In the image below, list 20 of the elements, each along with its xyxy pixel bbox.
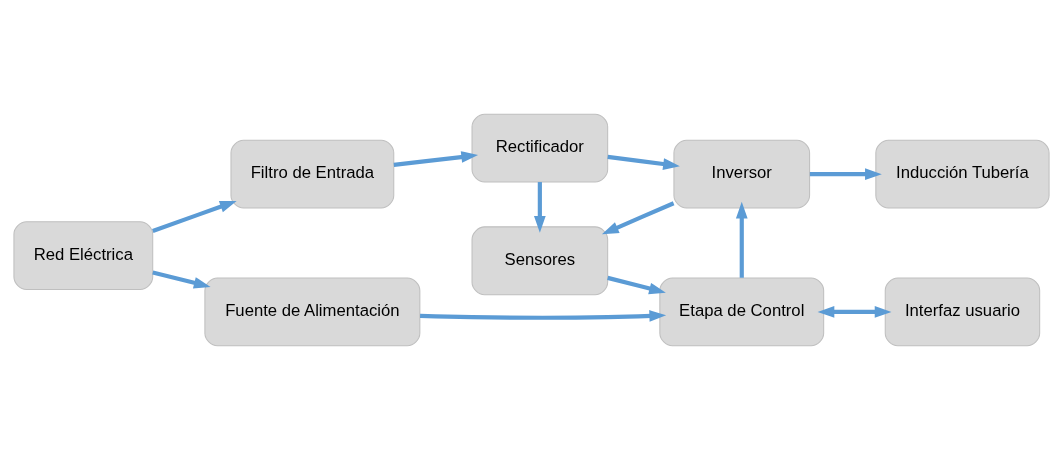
node-box: Inducción Tubería — [875, 139, 1050, 209]
node-box: Fuente de Alimentación — [204, 277, 421, 346]
arrow — [393, 150, 479, 167]
arrow — [607, 154, 680, 170]
arrow — [152, 270, 211, 289]
node-box: Rectificador — [471, 113, 609, 182]
arrow — [420, 309, 667, 322]
arrow — [735, 201, 748, 278]
node-box: Red Eléctrica — [13, 220, 154, 290]
arrow — [817, 305, 892, 318]
node-box: Inversor — [673, 139, 811, 209]
arrow — [601, 200, 675, 234]
arrow — [809, 167, 882, 180]
node-box: Filtro de Entrada — [230, 139, 395, 209]
arrow — [152, 200, 237, 233]
node-box: Interfaz usuario — [884, 277, 1041, 346]
arrow — [534, 181, 546, 233]
node-box: Etapa de Control — [659, 277, 825, 346]
node-box: Sensores — [471, 225, 609, 295]
arrow — [607, 275, 666, 294]
